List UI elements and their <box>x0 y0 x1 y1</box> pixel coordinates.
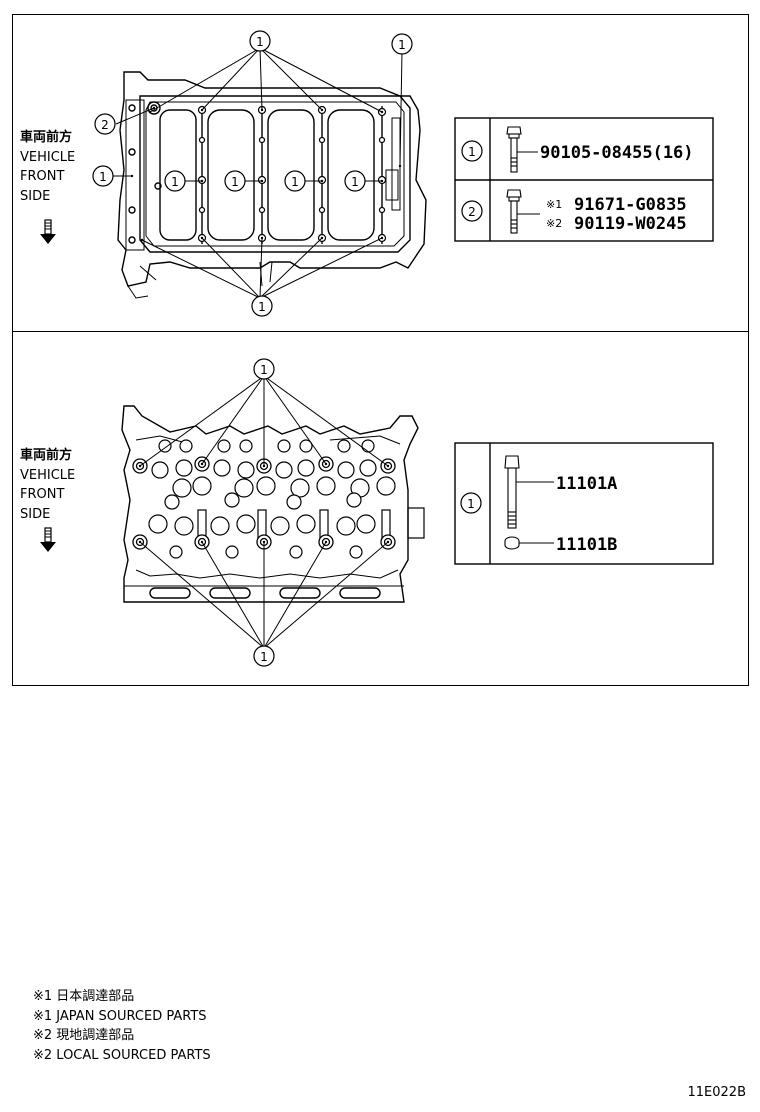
table-ref: 1 <box>467 497 475 511</box>
orientation-ja: 車両前方 <box>20 448 73 463</box>
vehicle-front-orientation-bottom: 車両前方 VEHICLE FRONT SIDE <box>20 446 75 524</box>
vehicle-front-orientation-top: 車両前方 VEHICLE FRONT SIDE <box>20 128 75 206</box>
callout-ref: 1 <box>99 170 107 184</box>
orientation-en-2: FRONT <box>20 487 65 502</box>
bolt-icon <box>506 189 522 234</box>
part-number: 90119-W0245 <box>574 214 687 234</box>
table-ref: 1 <box>468 145 476 159</box>
callout-ref: 1 <box>291 175 299 189</box>
document-id: 11E022B <box>687 1085 747 1100</box>
part-number: 11101A <box>556 474 617 494</box>
washer-icon <box>504 536 520 550</box>
footnotes: ※1 日本調達部品 ※1 JAPAN SOURCED PARTS ※2 現地調達… <box>33 987 211 1065</box>
part-number: 90105-08455(16) <box>540 143 694 163</box>
callout-labels-bottom: 1 1 <box>260 363 268 664</box>
cylinder-head-panel <box>12 331 749 686</box>
footnote-line: ※1 日本調達部品 <box>33 989 135 1004</box>
footnote-line: ※1 JAPAN SOURCED PARTS <box>33 1008 207 1024</box>
leader-lines-bottom <box>138 375 390 649</box>
callout-ref: 1 <box>351 175 359 189</box>
callout-ref: 1 <box>260 650 268 664</box>
source-mark: ※1 <box>546 198 562 211</box>
callout-ref: 1 <box>171 175 179 189</box>
head-bolt-icon <box>504 455 520 529</box>
part-number: 11101B <box>556 535 617 555</box>
orientation-en-3: SIDE <box>20 188 51 204</box>
part-number: 91671-G0835 <box>574 195 687 215</box>
cylinder-head-drawing <box>121 405 425 603</box>
orientation-ja: 車両前方 <box>20 130 73 145</box>
callout-ref: 1 <box>256 35 264 49</box>
callout-bubbles-top <box>92 30 413 317</box>
callout-ref: 2 <box>101 118 109 132</box>
orientation-en-1: VEHICLE <box>20 467 76 483</box>
parts-table-bottom: 1 11101A 11101B <box>454 442 714 565</box>
footnote-line: ※2 LOCAL SOURCED PARTS <box>33 1047 211 1063</box>
source-mark: ※2 <box>546 217 562 230</box>
callout-labels-top: 1 1 2 1 1 1 1 1 1 <box>99 35 406 314</box>
callout-ref: 1 <box>231 175 239 189</box>
leader-lines-top <box>113 47 403 299</box>
cylinder-block-drawing <box>117 71 427 299</box>
footnote-line: ※2 現地調達部品 <box>33 1028 135 1043</box>
front-arrow-icon <box>40 527 56 552</box>
front-arrow-icon <box>40 219 56 244</box>
parts-table-top: 1 2 90105-08455(16) ※1 91671-G0835 ※2 90… <box>454 117 714 242</box>
orientation-en-3: SIDE <box>20 506 51 522</box>
orientation-en-1: VEHICLE <box>20 149 76 165</box>
orientation-en-2: FRONT <box>20 169 65 184</box>
cylinder-head-ports <box>148 439 396 559</box>
callout-ref: 1 <box>260 363 268 377</box>
table-ref: 2 <box>468 205 476 219</box>
callout-ref: 1 <box>258 300 266 314</box>
bolt-icon <box>506 126 522 173</box>
callout-ref: 1 <box>398 38 406 52</box>
callout-bubbles-bottom <box>253 358 275 667</box>
